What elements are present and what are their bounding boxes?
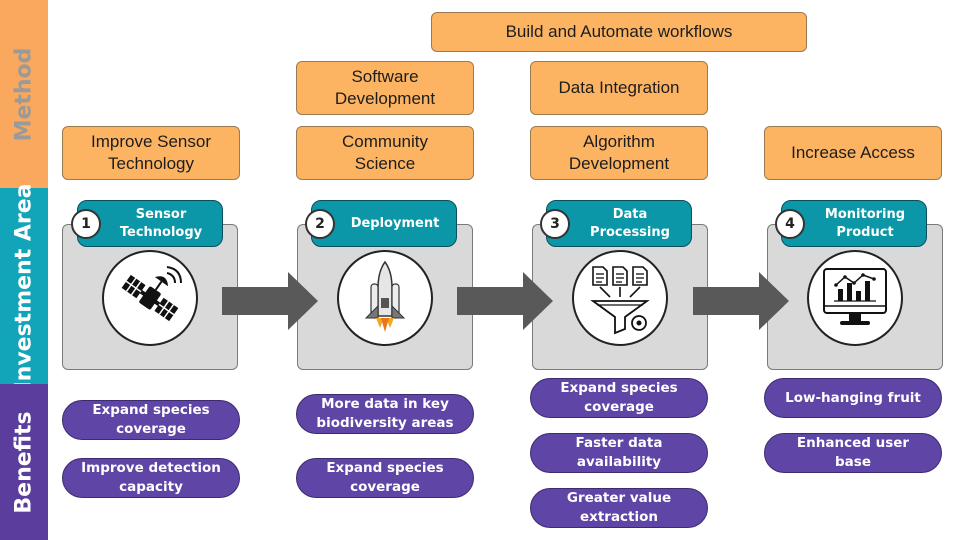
method-algorithm-development: Algorithm Development — [530, 126, 708, 180]
benefit-more-data: More data in key biodiversity areas — [296, 394, 474, 434]
area-tab-sensor-technology: Sensor Technology — [77, 200, 223, 247]
benefits-band: Benefits — [0, 384, 48, 540]
benefit-faster-data: Faster data availability — [530, 433, 708, 473]
benefit-low-hanging-fruit: Low-hanging fruit — [764, 378, 942, 418]
benefit-improve-detection: Improve detection capacity — [62, 458, 240, 498]
rocket-icon-circle — [337, 250, 433, 346]
method-community-science: Community Science — [296, 126, 474, 180]
data-funnel-icon-circle — [572, 250, 668, 346]
area-tab-deployment: Deployment — [311, 200, 457, 247]
area-number-3: 3 — [540, 209, 570, 239]
area-number-1: 1 — [71, 209, 101, 239]
data-funnel-icon — [590, 266, 650, 335]
benefit-expand-species-2: Expand species coverage — [296, 458, 474, 498]
investment-area-band-label: Investment Area — [11, 182, 37, 390]
benefit-expand-species-1: Expand species coverage — [62, 400, 240, 440]
satellite-icon — [121, 266, 182, 322]
benefit-greater-value: Greater value extraction — [530, 488, 708, 528]
investment-area-band: Investment Area — [0, 183, 48, 389]
method-data-integration: Data Integration — [530, 61, 708, 115]
method-band-label: Method — [11, 47, 37, 141]
area-number-4: 4 — [775, 209, 805, 239]
flow-arrow-2 — [457, 272, 553, 330]
benefit-expand-species-3: Expand species coverage — [530, 378, 708, 418]
flow-arrow-3 — [693, 272, 789, 330]
monitor-chart-icon — [823, 268, 887, 325]
area-tab-data-processing: Data Processing — [546, 200, 692, 247]
rocket-icon — [364, 260, 406, 332]
benefit-enhanced-user-base: Enhanced user base — [764, 433, 942, 473]
method-band: Method — [0, 0, 48, 188]
area-number-2: 2 — [305, 209, 335, 239]
satellite-icon-circle — [102, 250, 198, 346]
method-software-development: Software Development — [296, 61, 474, 115]
benefits-band-label: Benefits — [11, 410, 37, 514]
area-tab-monitoring-product: Monitoring Product — [781, 200, 927, 247]
monitor-chart-icon-circle — [807, 250, 903, 346]
method-increase-access: Increase Access — [764, 126, 942, 180]
method-build-automate: Build and Automate workflows — [431, 12, 807, 52]
flow-arrow-1 — [222, 272, 318, 330]
method-improve-sensor: Improve Sensor Technology — [62, 126, 240, 180]
